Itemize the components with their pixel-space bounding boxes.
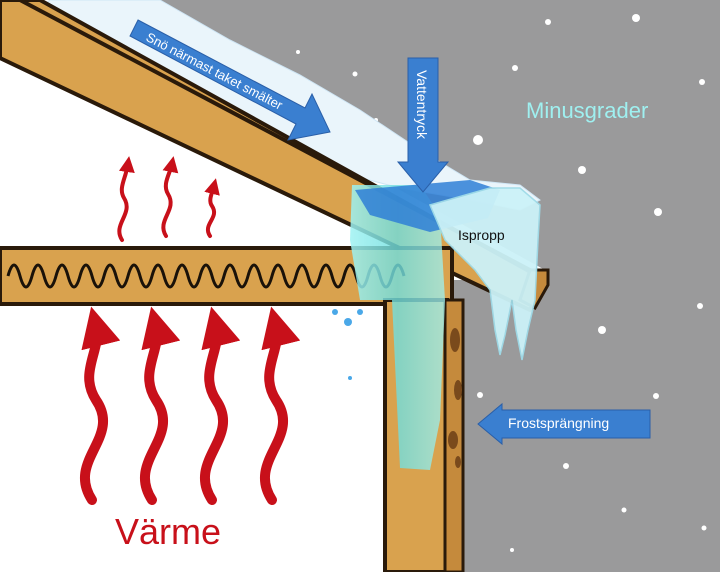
water-seepage: [350, 185, 445, 470]
snow-dot-icon: [545, 19, 551, 25]
snow-dot-icon: [654, 208, 662, 216]
below-zero-label: Minusgrader: [526, 98, 648, 123]
heat-arrows: [80, 156, 301, 505]
water-pressure-label: Vattentryck: [414, 70, 430, 140]
snow-melt-arrow-icon: [129, 19, 331, 141]
snow-dot-icon: [632, 14, 640, 22]
ice-plug: [428, 187, 541, 361]
heat-arrow-icon: [204, 178, 220, 238]
frost-heave-label: Frostsprängning: [508, 415, 609, 431]
snow-dot-icon: [697, 303, 703, 309]
snow-dot-icon: [512, 65, 518, 71]
snow-dot-icon: [510, 548, 514, 552]
heat-arrow-icon: [117, 156, 135, 242]
heat-arrow-icon: [200, 306, 241, 505]
heat-label: Värme: [115, 511, 221, 552]
heat-arrow-icon: [260, 306, 301, 505]
water-drips: [332, 309, 363, 380]
snow-dot-icon: [699, 79, 705, 85]
snow-dot-icon: [598, 326, 606, 334]
snowflakes: [296, 14, 707, 552]
heat-arrow-icon: [80, 306, 121, 505]
frost-heave-arrow-icon: [477, 402, 651, 446]
snow-dot-icon: [563, 463, 569, 469]
snow-dot-icon: [477, 392, 483, 398]
snow-dot-icon: [701, 525, 707, 531]
heat-arrow-icon: [140, 306, 181, 505]
insulation-wave: [6, 263, 406, 289]
snow-dot-icon: [473, 135, 483, 145]
ice-plug-label: Ispropp: [458, 227, 505, 243]
snow-dot-icon: [621, 507, 627, 513]
snow-dot-icon: [653, 393, 659, 399]
water-pressure-arrow-icon: [396, 57, 450, 193]
snow-dot-icon: [352, 71, 358, 77]
rot-damage: [448, 328, 462, 468]
heat-arrow-icon: [161, 156, 179, 238]
snow-dot-icon: [578, 166, 586, 174]
snow-dot-icon: [296, 50, 300, 54]
